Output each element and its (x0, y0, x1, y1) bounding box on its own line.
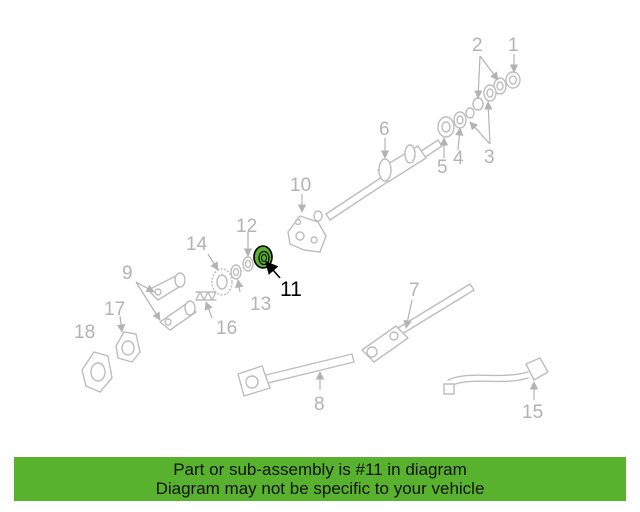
callout-3: 3 (484, 147, 495, 168)
callout-2: 2 (472, 35, 483, 56)
part-5-bearing (437, 116, 455, 138)
part-6-shaft (313, 139, 443, 222)
part-10-housing (287, 215, 327, 253)
callout-16: 16 (216, 318, 237, 339)
callout-9: 9 (122, 263, 133, 284)
callout-13: 13 (250, 294, 271, 315)
part-14-gear (211, 268, 233, 296)
part-7-intermediate-shaft (361, 283, 475, 363)
callout-12: 12 (236, 216, 257, 237)
callout-4: 4 (453, 148, 464, 169)
part-9-joint-lower (159, 300, 197, 331)
part-12-washer (242, 256, 254, 272)
banner-line-disclaimer: Diagram may not be specific to your vehi… (155, 479, 485, 498)
parts-diagram: 1 2 3 4 5 6 7 8 9 10 11 12 13 14 15 16 1… (74, 35, 549, 423)
part-1-nut (505, 71, 521, 89)
callout-11-highlighted: 11 (280, 278, 302, 301)
callout-8: 8 (314, 394, 325, 415)
info-banner: Part or sub-assembly is #11 in diagram D… (14, 457, 626, 501)
part-16-spring (195, 291, 217, 301)
callout-14: 14 (186, 234, 208, 255)
part-13-ring (230, 264, 242, 280)
part-2-bearing (472, 77, 507, 111)
callout-6: 6 (379, 119, 390, 140)
part-18-cover (81, 351, 113, 393)
callout-7: 7 (409, 280, 420, 301)
part-4-washer (453, 107, 475, 129)
callout-1: 1 (508, 35, 519, 56)
banner-line-part: Part or sub-assembly is #11 in diagram (173, 460, 467, 479)
part-8-column-shaft (237, 353, 355, 397)
part-9-joint-upper (147, 272, 186, 301)
callout-5: 5 (437, 157, 448, 178)
callout-15: 15 (522, 402, 543, 423)
part-15-harness (443, 357, 549, 395)
callout-17: 17 (104, 299, 125, 320)
part-17-cover (115, 331, 141, 363)
callout-18: 18 (74, 322, 95, 343)
callout-10: 10 (290, 175, 311, 196)
leader-lines (116, 54, 539, 400)
part-3-ring (483, 84, 497, 102)
